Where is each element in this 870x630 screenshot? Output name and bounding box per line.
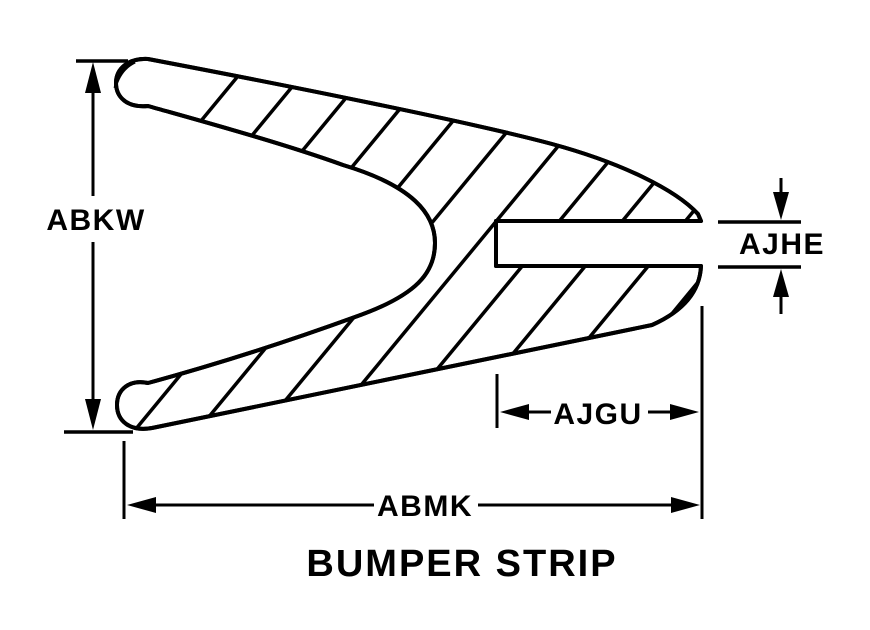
ajhe-label: AJHE bbox=[739, 228, 825, 261]
abmk-label: ABMK bbox=[377, 490, 473, 523]
abkw-arrow-up-icon bbox=[85, 62, 101, 93]
ajhe-arrow-down-icon bbox=[773, 192, 789, 220]
ajhe-arrow-up-icon bbox=[773, 269, 789, 297]
dimension-abkw: ABKW bbox=[46, 59, 145, 434]
abkw-arrow-down-icon bbox=[85, 399, 101, 430]
dimension-abmk: ABMK bbox=[122, 441, 700, 523]
ajgu-arrow-right-icon bbox=[670, 404, 699, 420]
ajgu-arrow-left-icon bbox=[500, 404, 529, 420]
tip-detail-line bbox=[113, 60, 136, 89]
abmk-arrow-left-icon bbox=[127, 497, 156, 513]
abmk-arrow-right-icon bbox=[671, 497, 700, 513]
cross-section-outline bbox=[114, 56, 703, 431]
diagram-title: BUMPER STRIP bbox=[306, 543, 617, 585]
dimension-ajgu: AJGU bbox=[495, 374, 699, 431]
abkw-label: ABKW bbox=[46, 204, 145, 237]
dimension-ajhe: AJHE bbox=[718, 178, 825, 314]
ajgu-label: AJGU bbox=[553, 398, 642, 431]
